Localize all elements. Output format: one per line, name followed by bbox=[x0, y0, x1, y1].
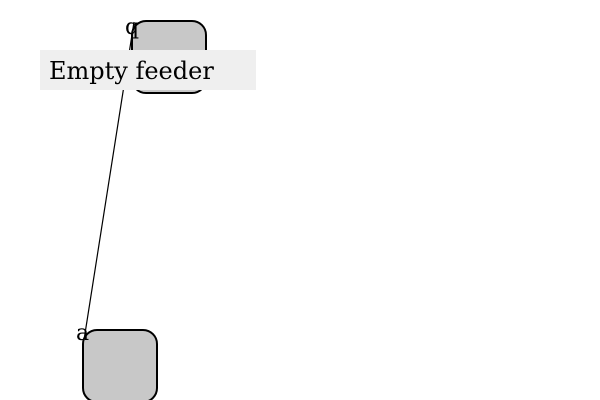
node-label-a: a bbox=[76, 321, 89, 346]
node-label-q: q bbox=[125, 15, 139, 40]
tooltip-box bbox=[40, 50, 256, 90]
node-a[interactable] bbox=[82, 329, 158, 400]
tooltip-text: Empty feeder bbox=[49, 57, 214, 85]
